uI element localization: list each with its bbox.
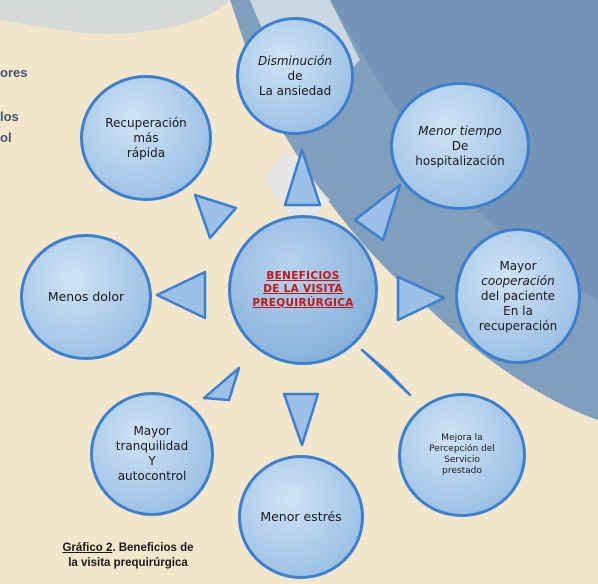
benefit-top-right-line-2: De bbox=[451, 138, 469, 153]
benefit-bottom-right-line-4: prestado bbox=[442, 466, 482, 477]
benefit-top-right: Menor tiempo De hospitalización bbox=[390, 82, 530, 210]
center-line-2: DE LA VISITA bbox=[263, 283, 343, 296]
benefit-right-line-4: En la bbox=[503, 303, 533, 318]
benefit-top-line-3: La ansiedad bbox=[258, 83, 332, 98]
benefit-bottom-right-line-1: Mejora la bbox=[441, 432, 483, 443]
center-bubble: BENEFICIOS DE LA VISITA PREQUIRÚRGICA bbox=[228, 215, 378, 365]
benefit-bottom-left-line-4: autocontrol bbox=[117, 469, 187, 483]
benefit-left: Menos dolor bbox=[20, 234, 152, 360]
benefit-right-line-5: recuperación bbox=[478, 318, 558, 333]
benefit-right-line-2: cooperación bbox=[481, 273, 555, 288]
center-line-3: PREQUIRÚRGICA bbox=[252, 296, 354, 309]
benefit-right-line-1: Mayor bbox=[499, 258, 537, 273]
caption-label: Gráfico 2 bbox=[62, 542, 113, 554]
center-line-1: BENEFICIOS bbox=[266, 270, 340, 283]
arrow-bottom-right bbox=[360, 348, 412, 397]
side-text-3: ol bbox=[0, 130, 12, 145]
benefit-bottom-line-1: Menor estrés bbox=[260, 509, 342, 525]
arrow-top-left bbox=[193, 193, 238, 240]
benefit-top-line-2: de bbox=[287, 68, 303, 83]
benefit-bottom-right-line-2: Percepción del bbox=[429, 443, 495, 454]
arrow-right bbox=[396, 275, 446, 322]
arrow-top bbox=[283, 148, 322, 207]
benefit-bottom-left: Mayor tranquilidad Y autocontrol bbox=[90, 392, 214, 516]
arrow-left bbox=[155, 270, 207, 320]
benefit-bottom-left-line-3: Y bbox=[148, 454, 156, 468]
benefit-top-line-1: Disminución bbox=[258, 53, 332, 68]
arrow-top-right bbox=[353, 183, 402, 242]
benefit-bottom-right-line-3: Servicio bbox=[444, 455, 480, 465]
benefit-left-line-1: Menos dolor bbox=[47, 289, 125, 305]
benefit-right-line-3: del paciente bbox=[480, 288, 556, 303]
side-text-2: los bbox=[0, 109, 19, 124]
caption-line-2: la visita prequirúrgica bbox=[68, 556, 188, 569]
benefit-top: Disminución de La ansiedad bbox=[236, 17, 354, 135]
benefit-right: Mayor cooperación del paciente En la rec… bbox=[455, 228, 581, 364]
benefit-top-right-line-3: hospitalización bbox=[415, 153, 505, 168]
benefit-top-left: Recuperación más rápida bbox=[80, 75, 212, 201]
figure-caption: Gráfico 2. Beneficios de la visita prequ… bbox=[30, 541, 226, 571]
benefit-top-left-line-1: Recuperación bbox=[105, 115, 187, 130]
arrow-bottom bbox=[282, 392, 320, 447]
benefit-bottom-left-line-2: tranquilidad bbox=[115, 439, 189, 453]
benefit-top-left-line-2: más bbox=[133, 130, 159, 145]
benefit-top-right-line-1: Menor tiempo bbox=[418, 123, 502, 138]
arrow-bottom-left bbox=[202, 366, 241, 402]
benefit-bottom-left-line-1: Mayor bbox=[133, 424, 171, 438]
caption-rest: . Beneficios de bbox=[112, 542, 194, 554]
benefit-bottom-right: Mejora la Percepción del Servicio presta… bbox=[398, 393, 526, 517]
benefit-bottom: Menor estrés bbox=[238, 455, 364, 579]
benefit-top-left-line-3: rápida bbox=[126, 145, 166, 160]
side-text-1: ores bbox=[0, 65, 28, 80]
